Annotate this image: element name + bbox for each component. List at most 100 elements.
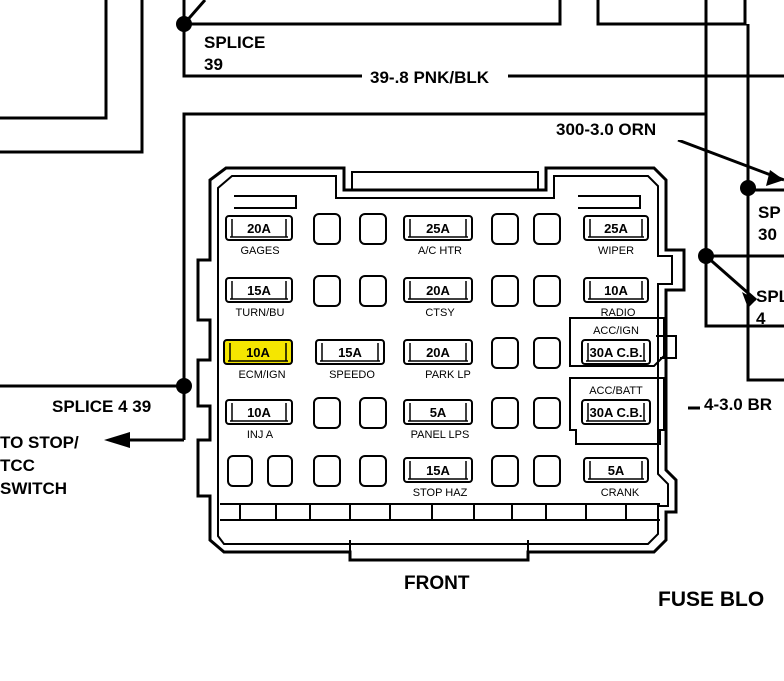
- fuse-body: [225, 277, 293, 303]
- wire-300-label: 300-3.0 ORN: [556, 120, 656, 139]
- arrow-left-icon: [104, 432, 130, 448]
- fuse-rating: 15A: [247, 283, 271, 298]
- bottom-terminals: [239, 504, 627, 520]
- splice-4-dot: [698, 248, 714, 264]
- fuse-circuit-label: GAGES: [240, 245, 279, 257]
- fuse-body: [403, 339, 473, 365]
- fuse-rating: 15A: [426, 463, 450, 478]
- splice-4-number: 4: [756, 309, 766, 328]
- fuse-legs: [586, 403, 646, 422]
- arrow-right-icon: [766, 170, 784, 186]
- fuse-rating: 20A: [426, 283, 450, 298]
- to-stop-label-2: TCC: [0, 456, 35, 475]
- splice-30-number: 30: [758, 225, 777, 244]
- splice-439-dot: [176, 378, 192, 394]
- fuse-panel-lps: 5A PANEL LPS: [403, 399, 473, 441]
- fuse-legs: [408, 219, 468, 238]
- fuse-circuit-label: WIPER: [598, 245, 634, 257]
- wire-labels: SPLICE 39 39-.8 PNK/BLK 300-3.0 ORN SP 3…: [0, 33, 784, 611]
- fuse-circuit-label: SPEEDO: [329, 369, 375, 381]
- fuse-rating: 20A: [426, 345, 450, 360]
- cb-acc-ign-enclosure: [569, 317, 665, 367]
- to-stop-label-3: SWITCH: [0, 479, 67, 498]
- fuse-rating: 10A: [246, 345, 270, 360]
- splice-30-dot: [740, 180, 756, 196]
- fuse-circuit-label: ECM/IGN: [238, 369, 285, 381]
- fuse-body: [583, 277, 649, 303]
- fuse-legs: [230, 403, 288, 422]
- splice-dots: [176, 16, 756, 394]
- fuse-rating: 5A: [430, 405, 447, 420]
- fuse-circuit-label: PARK LP: [425, 369, 471, 381]
- splice-39-number: 39: [204, 55, 223, 74]
- fuse-block-title: FUSE BLO: [658, 588, 764, 611]
- fuse-park-lp: 20A PARK LP: [403, 339, 473, 381]
- fuse-crank: 5A CRANK: [583, 457, 649, 499]
- fuse-circuit-label: PANEL LPS: [411, 429, 470, 441]
- fuse-body: [581, 399, 651, 425]
- fuse-legs: [230, 281, 288, 300]
- fuse-body: [315, 339, 385, 365]
- empty-cavities: [227, 213, 561, 487]
- fuse-body: [583, 457, 649, 483]
- fuse-acc-batt: 30A C.B. ACC/BATT: [581, 385, 651, 425]
- fuse-rating: 10A: [247, 405, 271, 420]
- fuse-rating: 10A: [604, 283, 628, 298]
- fuse-circuit-label: ACC/BATT: [589, 385, 643, 397]
- fuse-a-c-htr: 25A A/C HTR: [403, 215, 473, 257]
- fuse-inj-a: 10A INJ A: [225, 399, 293, 441]
- wire-4-label: 4-3.0 BR: [704, 395, 772, 414]
- fuse-radio: 10A RADIO: [583, 277, 649, 319]
- fuse-ecm-ign: 10A ECM/IGN: [223, 339, 293, 381]
- fuse-circuit-label: TURN/BU: [236, 307, 285, 319]
- fuse-body: [583, 215, 649, 241]
- fuse-legs: [586, 343, 646, 362]
- fuse-rating: 25A: [604, 221, 628, 236]
- fuse-body: [403, 215, 473, 241]
- fuse-rating: 20A: [247, 221, 271, 236]
- fuse-body: [403, 277, 473, 303]
- fuse-circuit-label: CTSY: [425, 307, 455, 319]
- fuse-gages: 20A GAGES: [225, 215, 293, 257]
- fuse-legs: [230, 219, 288, 238]
- fuse-circuit-label: CRANK: [601, 487, 640, 499]
- arrow-splice4-icon: [742, 292, 756, 308]
- fuse-circuit-label: A/C HTR: [418, 245, 462, 257]
- fuse-body: [223, 339, 293, 365]
- arrows: [104, 170, 784, 448]
- splice-39-dot: [176, 16, 192, 32]
- fuse-block-housing: [196, 166, 686, 562]
- splice-30-label: SP: [758, 203, 781, 222]
- fuse-wiper: 25A WIPER: [583, 215, 649, 257]
- fuse-body: [225, 399, 293, 425]
- splice-39-label: SPLICE: [204, 33, 265, 52]
- fuse-legs: [588, 281, 644, 300]
- fuse-turn-bu: 15A TURN/BU: [225, 277, 293, 319]
- fuse-legs: [588, 461, 644, 480]
- splice-439-label: SPLICE 4 39: [52, 397, 151, 416]
- fuse-legs: [408, 281, 468, 300]
- fuse-body: [403, 399, 473, 425]
- fuse-rating: 5A: [608, 463, 625, 478]
- fuse-body: [581, 339, 651, 365]
- fuse-rating: 25A: [426, 221, 450, 236]
- fuse-legs: [588, 219, 644, 238]
- fuse-legs: [228, 343, 288, 362]
- splice-4-label: SPL: [756, 287, 784, 306]
- to-stop-label-1: TO STOP/: [0, 433, 79, 452]
- fuse-legs: [408, 461, 468, 480]
- fuse-circuit-label: INJ A: [247, 429, 274, 441]
- fuses: 20A GAGES 25A A/C HTR 25A WIPER 15A TURN/BU 20A C…: [223, 215, 651, 499]
- fuse-legs: [408, 343, 468, 362]
- fuse-circuit-label: RADIO: [601, 307, 636, 319]
- fuse-ctsy: 20A CTSY: [403, 277, 473, 319]
- fuse-legs: [320, 343, 380, 362]
- fuse-circuit-label: ACC/IGN: [593, 325, 639, 337]
- wire-39-label: 39-.8 PNK/BLK: [370, 68, 490, 87]
- cb-acc-batt-enclosure: [569, 377, 665, 445]
- fuse-acc-ign: 30A C.B.ACC/IGN: [581, 325, 651, 365]
- fuse-rating: 30A C.B.: [590, 405, 643, 420]
